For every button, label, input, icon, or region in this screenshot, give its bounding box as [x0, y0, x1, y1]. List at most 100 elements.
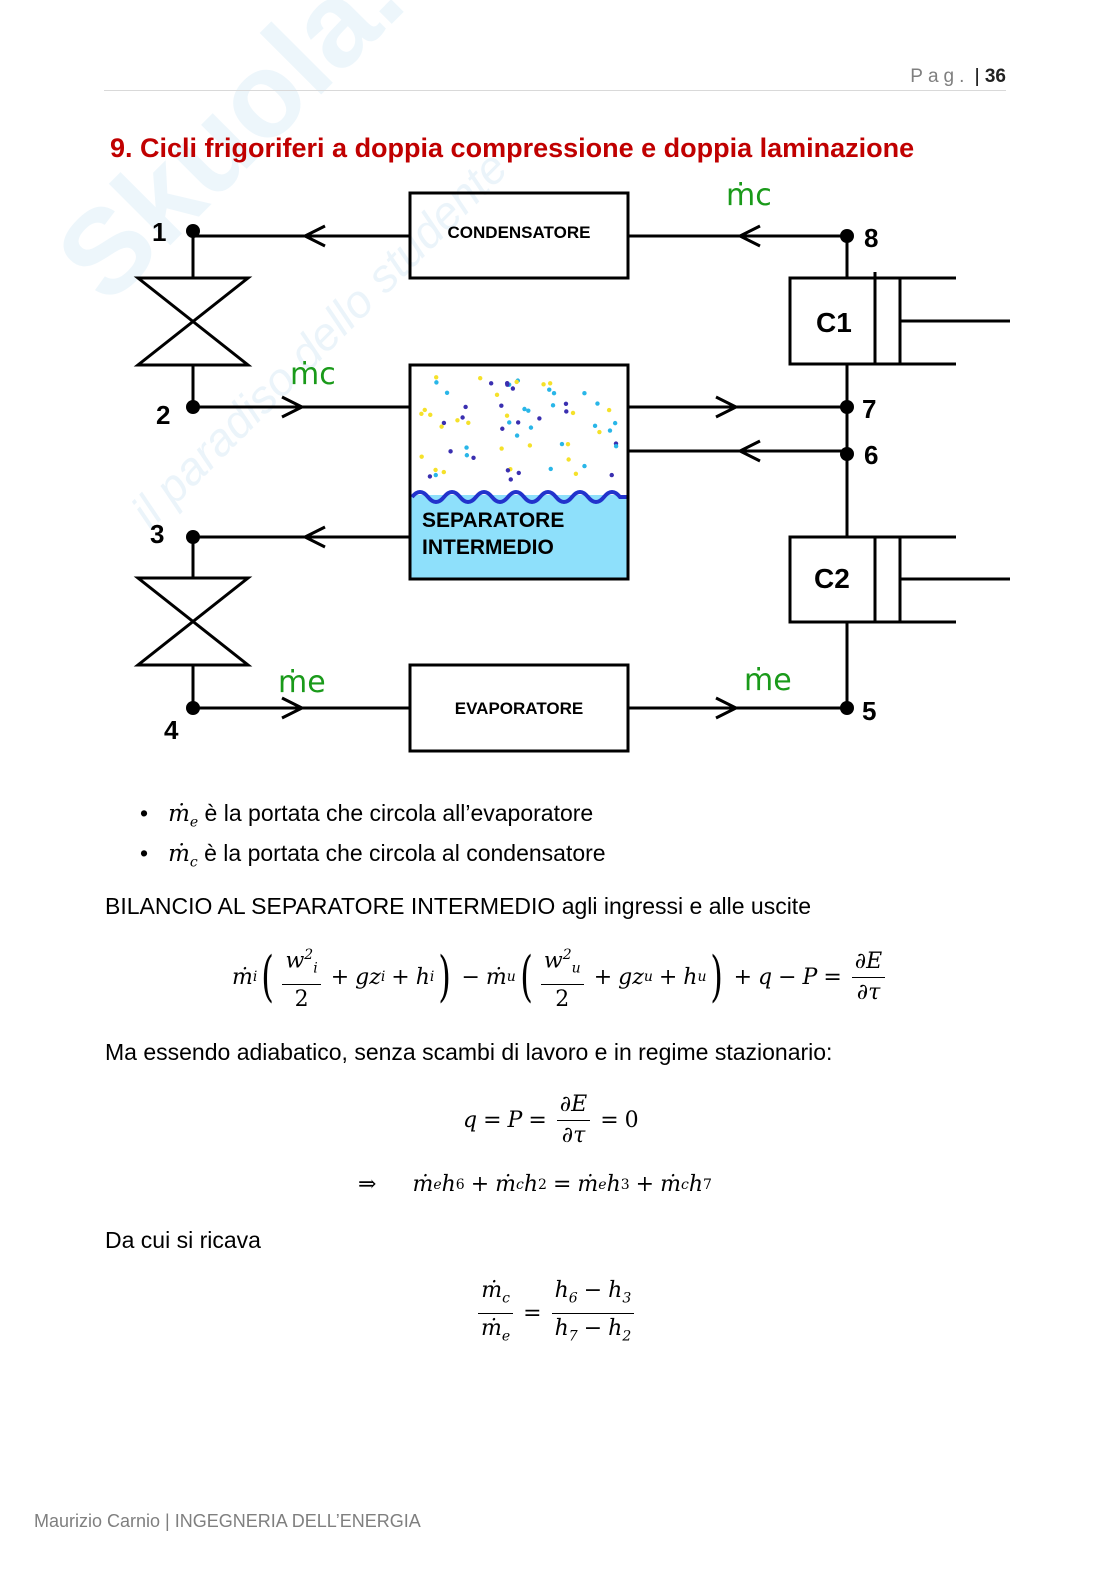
- flow-label-me-right: ṁe: [744, 663, 792, 698]
- vapor-dot: [499, 403, 504, 408]
- vapor-dot: [564, 409, 569, 414]
- node-label-8: 8: [864, 223, 878, 253]
- vapor-dot: [471, 455, 476, 460]
- vapor-dot: [547, 381, 553, 386]
- node-label-3: 3: [150, 519, 164, 549]
- vapor-dot: [592, 423, 598, 429]
- vapor-dot: [514, 379, 519, 385]
- vapor-dot: [612, 420, 618, 426]
- flow-label-mc-top: ṁc: [726, 178, 772, 213]
- compressor-c1-label: C1: [816, 307, 852, 338]
- vapor-dot: [595, 401, 600, 406]
- vapor-dot: [464, 445, 469, 450]
- paragraph-balance: BILANCIO AL SEPARATORE INTERMEDIO agli i…: [105, 893, 811, 919]
- page-label: Pag.: [910, 66, 970, 87]
- vapor-dot: [566, 457, 571, 462]
- vapor-dot: [464, 453, 470, 458]
- vapor-dot: [460, 415, 465, 420]
- vapor-dot: [526, 408, 531, 413]
- equation-zero-terms: q=P= ∂E∂τ =0: [463, 1092, 639, 1148]
- vapor-dot: [606, 407, 612, 413]
- evaporator-label: EVAPORATORE: [455, 699, 583, 718]
- bullet-item: •ṁe è la portata che circola all’evapora…: [140, 800, 594, 831]
- vapor-dot: [565, 441, 571, 447]
- vapor-dot: [537, 416, 542, 421]
- flow-label-me-left: ṁe: [278, 665, 326, 700]
- header-separator: |: [974, 66, 980, 87]
- page-number: 36: [984, 66, 1006, 87]
- vapor-dot: [548, 466, 553, 472]
- vapor-dot: [609, 472, 614, 478]
- vapor-dot: [433, 472, 438, 478]
- vapor-dot: [441, 420, 447, 426]
- vapor-dot: [494, 392, 500, 398]
- vapor-dot: [422, 407, 427, 413]
- vapor-dot: [428, 412, 433, 418]
- vapor-dot: [434, 380, 439, 385]
- vapor-dot: [488, 381, 494, 386]
- vapor-dot: [516, 470, 521, 476]
- bullet-item: •ṁc è la portata che circola al condensa…: [140, 840, 606, 871]
- page-footer: Maurizio Carnio | INGEGNERIA DELL’ENERGI…: [34, 1511, 421, 1531]
- paragraph-result: Da cui si ricava: [105, 1227, 261, 1253]
- node-label-7: 7: [862, 394, 876, 424]
- vapor-dot: [466, 420, 471, 426]
- vapor-dot: [551, 391, 557, 396]
- vapor-dot: [448, 449, 453, 454]
- vapor-dot: [455, 418, 460, 423]
- vapor-dot: [515, 420, 521, 425]
- vapor-dot: [504, 413, 510, 418]
- vapor-dot: [613, 443, 619, 449]
- separator-label-line1: SEPARATORE: [422, 509, 564, 532]
- page-header: Pag. | 36: [104, 66, 1006, 91]
- flow-label-mc-left: ṁc: [290, 357, 336, 392]
- vapor-dot: [514, 433, 520, 438]
- node-label-6: 6: [864, 440, 878, 470]
- vapor-dot: [433, 375, 439, 380]
- vapor-dot: [510, 386, 516, 391]
- vapor-dot: [550, 403, 556, 408]
- vapor-dot: [507, 420, 512, 425]
- vapor-dot: [563, 401, 569, 407]
- paragraph-assumptions: Ma essendo adiabatico, senza scambi di l…: [105, 1039, 833, 1065]
- vapor-dot: [528, 425, 534, 430]
- node-label-4: 4: [164, 715, 179, 745]
- vapor-dot: [597, 429, 602, 435]
- vapor-dot: [570, 410, 576, 416]
- vapor-dot: [463, 404, 468, 410]
- vapor-dot: [444, 390, 450, 395]
- vapor-dot: [508, 477, 513, 482]
- vapor-dot: [504, 380, 510, 386]
- node-label-1: 1: [152, 217, 166, 247]
- vapor-dot: [500, 426, 505, 431]
- vapor-dot: [541, 382, 546, 387]
- vapor-dot: [433, 467, 438, 473]
- vapor-dot: [439, 424, 444, 429]
- vapor-dot: [582, 391, 587, 396]
- vapor-dot: [419, 411, 424, 417]
- node-label-2: 2: [156, 400, 170, 430]
- vapor-dot: [505, 468, 511, 473]
- node-label-5: 5: [862, 696, 876, 726]
- separator-label-line2: INTERMEDIO: [422, 536, 554, 559]
- separator-vessel: [408, 363, 630, 581]
- compressor-c2-label: C2: [814, 563, 850, 594]
- vapor-dot: [573, 471, 579, 476]
- vapor-dot: [607, 428, 613, 433]
- vapor-dot: [522, 406, 527, 412]
- vapor-dot: [419, 454, 424, 459]
- vapor-dot: [559, 441, 565, 447]
- vapor-dot: [499, 446, 504, 451]
- refrigeration-cycle-diagram: 1 2 3 4 5 6 7 8 C1 C2 CONDENSATORE EVAPO…: [133, 178, 1010, 753]
- condenser-label: CONDENSATORE: [448, 223, 591, 242]
- vapor-dot: [427, 474, 433, 479]
- vapor-dot: [547, 387, 552, 392]
- vapor-dot: [527, 443, 533, 448]
- vapor-dot: [477, 375, 483, 381]
- vapor-dot: [582, 463, 587, 469]
- section-title: 9. Cicli frigoriferi a doppia compressio…: [110, 133, 915, 163]
- vapor-dot: [441, 469, 447, 475]
